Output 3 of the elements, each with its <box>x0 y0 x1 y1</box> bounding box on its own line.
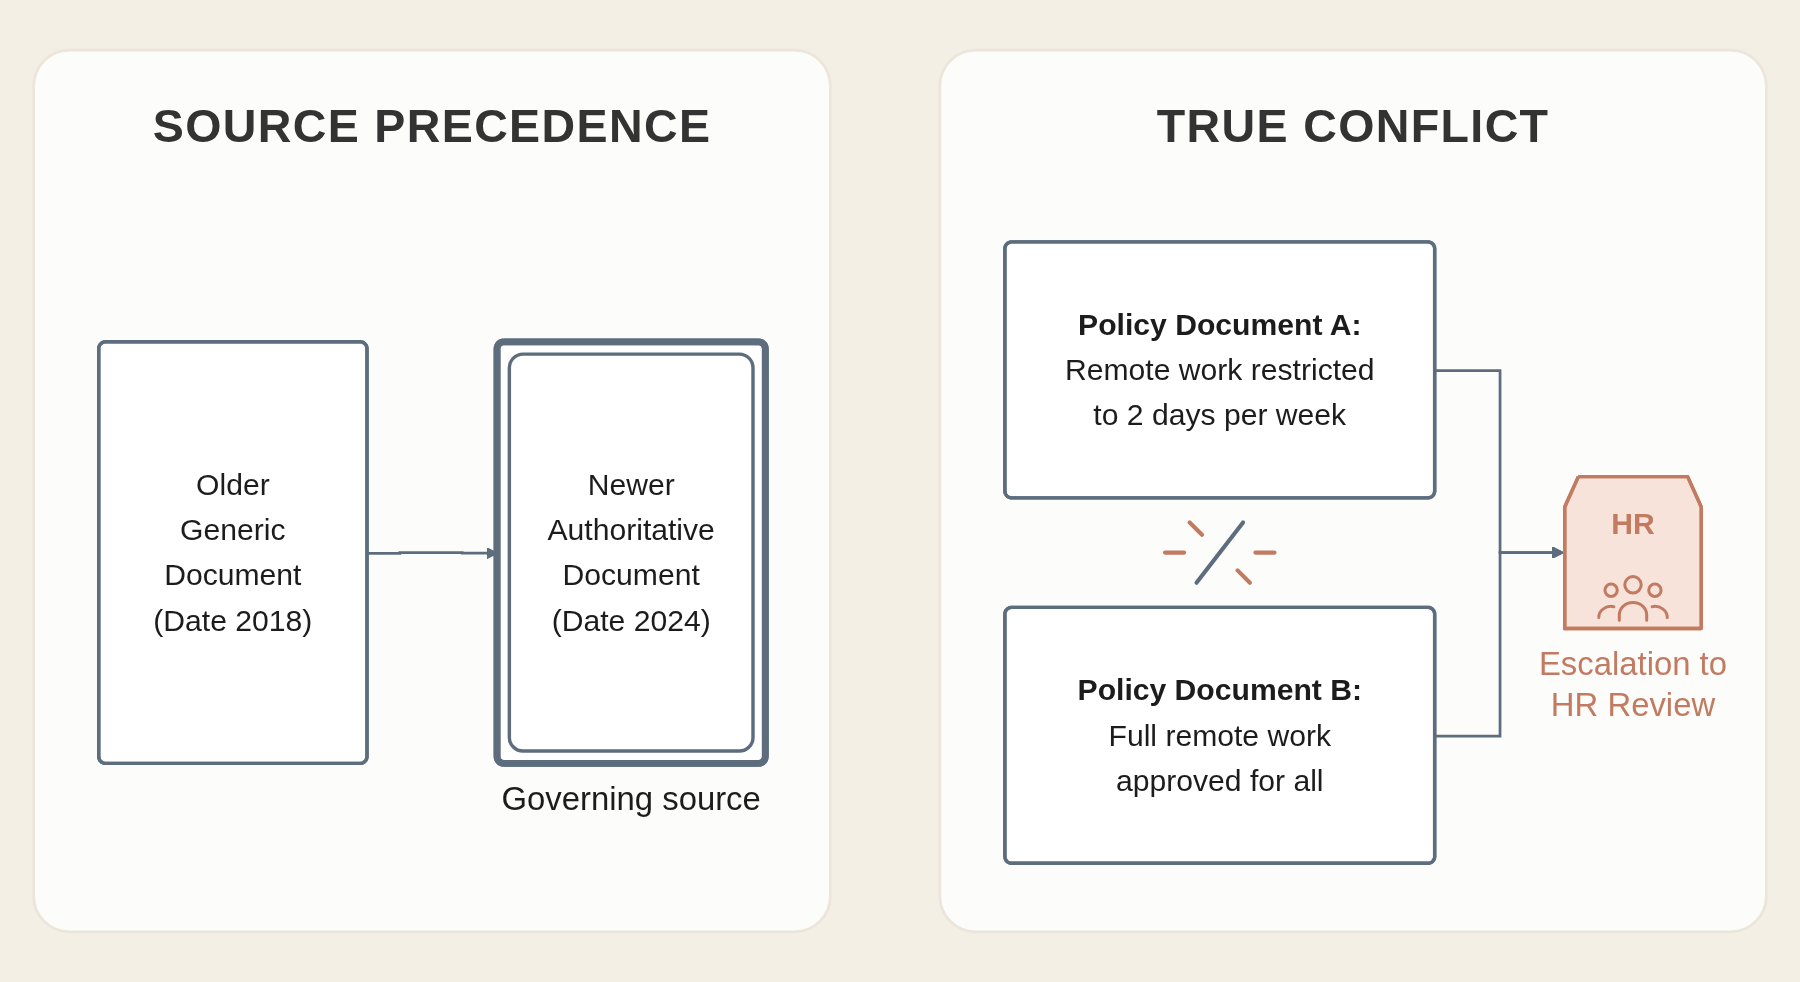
arrow <box>1435 546 1564 738</box>
node-caption: Governing source <box>501 779 761 817</box>
node-caption: Escalation to HR Review <box>1538 645 1728 724</box>
